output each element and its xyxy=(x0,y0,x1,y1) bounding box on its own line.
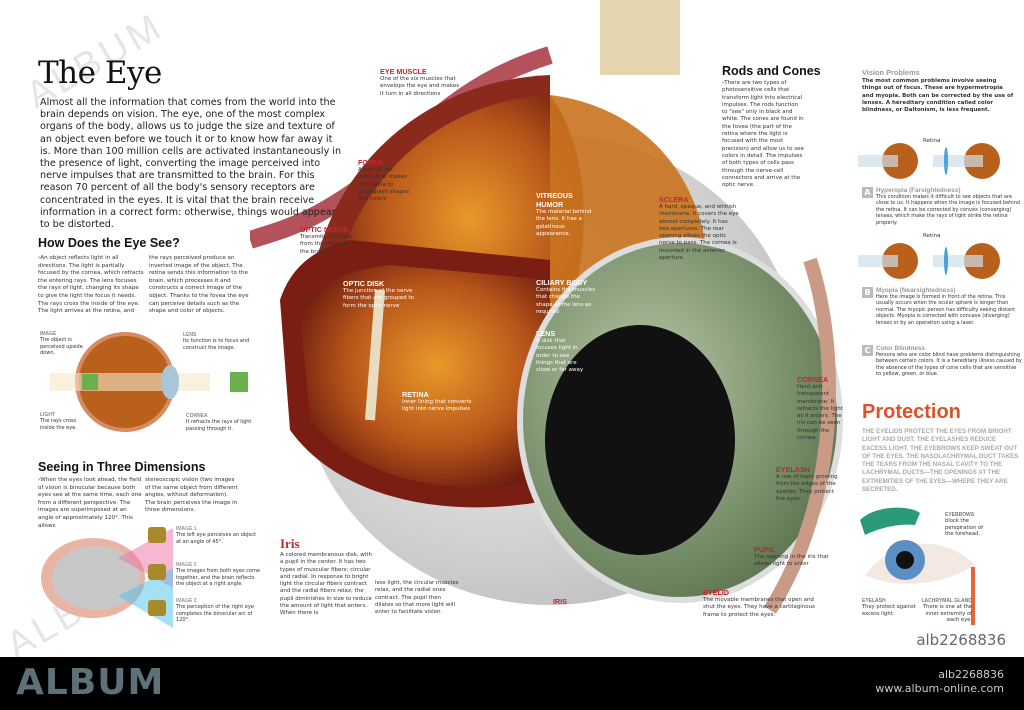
label-retina: RetinaInner lining that converts light i… xyxy=(402,390,472,413)
label-image: ImageThe object is perceived upside down… xyxy=(40,331,83,356)
eyebrow-shape xyxy=(860,507,920,535)
label-cornea: CorneaHard and transparent membrane. It … xyxy=(797,375,843,442)
label-optic-nerve: Optic NerveTransmits impulses from the r… xyxy=(300,225,353,255)
how-col2: the rays perceived produce an inverted i… xyxy=(149,255,249,315)
protection-text: The eyelids protect the eyes from bright… xyxy=(862,428,1019,494)
label-eyelash-protection: EyelashThey protect against excess light… xyxy=(862,598,916,617)
footer-info: alb2268836 www.album-online.com xyxy=(875,668,1004,696)
label-pupil: PupilThe opening in the iris that allows… xyxy=(754,545,829,568)
eye-focus-diagram xyxy=(50,332,248,432)
iris-heading: Iris xyxy=(280,536,300,551)
retina-label: Retina xyxy=(923,138,941,144)
album-logo[interactable]: ALBUM xyxy=(16,662,165,703)
how-col1: ›An object reflects light in all directi… xyxy=(38,255,144,315)
iris-col2: less light, the circular muscles relax, … xyxy=(375,580,459,616)
protection-heading: Protection xyxy=(862,401,961,423)
label-eyelash: EyelashA row of hairs growing from the e… xyxy=(776,465,838,502)
label-cornea-small: CorneaIt refracts the rays of light pass… xyxy=(186,413,252,432)
iris-col1: A colored membranous disk, with a pupil … xyxy=(280,552,372,617)
cup-icon xyxy=(148,527,166,543)
vision-problems-heading: Vision Problems xyxy=(862,68,920,77)
label-lens: LensA disk that focuses light in order t… xyxy=(536,329,584,374)
footer-url[interactable]: www.album-online.com xyxy=(875,682,1004,695)
cup-icon xyxy=(148,564,166,580)
intro-text: Almost all the information that comes fr… xyxy=(40,97,342,231)
hyperopia-diagram xyxy=(858,143,1000,179)
three-d-heading: Seeing in Three Dimensions xyxy=(38,460,206,474)
label-lachrymal-gland: Lachrymal GlandThere is one at the inner… xyxy=(921,598,972,624)
three-d-col2: stereoscopic vision (two images of the s… xyxy=(145,477,238,514)
label-sclera: ScleraA hard, opaque, and whitish membra… xyxy=(659,195,739,262)
label-lens: LensIts function is to focus and constru… xyxy=(183,332,250,351)
three-d-col1: ›When the eyes look ahead, the field of … xyxy=(38,477,142,529)
rods-cones-text: ›There are two types of photosensitive c… xyxy=(722,80,804,189)
eyelid-shape xyxy=(764,257,837,614)
label-optic-disk: Optic DiskThe junction of the nerve fibe… xyxy=(343,279,414,309)
label-eye-muscle: Eye MuscleOne of the six muscles that en… xyxy=(380,67,460,97)
image-id-mark: alb2268836 xyxy=(916,631,1006,649)
label-fovea: FoveaA part of the retina that makes it … xyxy=(358,158,410,203)
rods-cones-illustration xyxy=(600,0,680,75)
myopia-diagram xyxy=(858,243,1000,279)
footer-bar: ALBUM alb2268836 www.album-online.com xyxy=(0,657,1024,710)
label-ciliary-body: Ciliary BodyContains the muscles that ch… xyxy=(536,278,596,315)
label-vitreous-humor: Vitreous HumorThe material behind the le… xyxy=(536,191,592,237)
label-eyelid: EyelidThe movable membranes that open an… xyxy=(703,588,815,618)
cup-icon xyxy=(148,600,166,616)
eye-protection-illustration xyxy=(860,507,975,625)
label-eyebrows: Eyebrowsblock the perspiration of the fo… xyxy=(945,512,983,538)
page-title: The Eye xyxy=(38,55,162,91)
footer-image-id: alb2268836 xyxy=(938,668,1004,681)
label-light: LightThe rays cross inside the eye. xyxy=(40,412,77,431)
retina-label: Retina xyxy=(923,233,941,239)
eye-cross-section-illustration xyxy=(250,0,843,614)
rods-cones-heading: Rods and Cones xyxy=(722,64,821,78)
lens-shape xyxy=(545,325,735,555)
label-iris: Iris xyxy=(553,597,567,606)
how-heading: How Does the Eye See? xyxy=(38,236,180,250)
cup-icon xyxy=(230,372,248,392)
vision-problems-text: The most common problems involve seeing … xyxy=(862,78,1014,114)
inverted-cup-icon xyxy=(82,374,98,390)
